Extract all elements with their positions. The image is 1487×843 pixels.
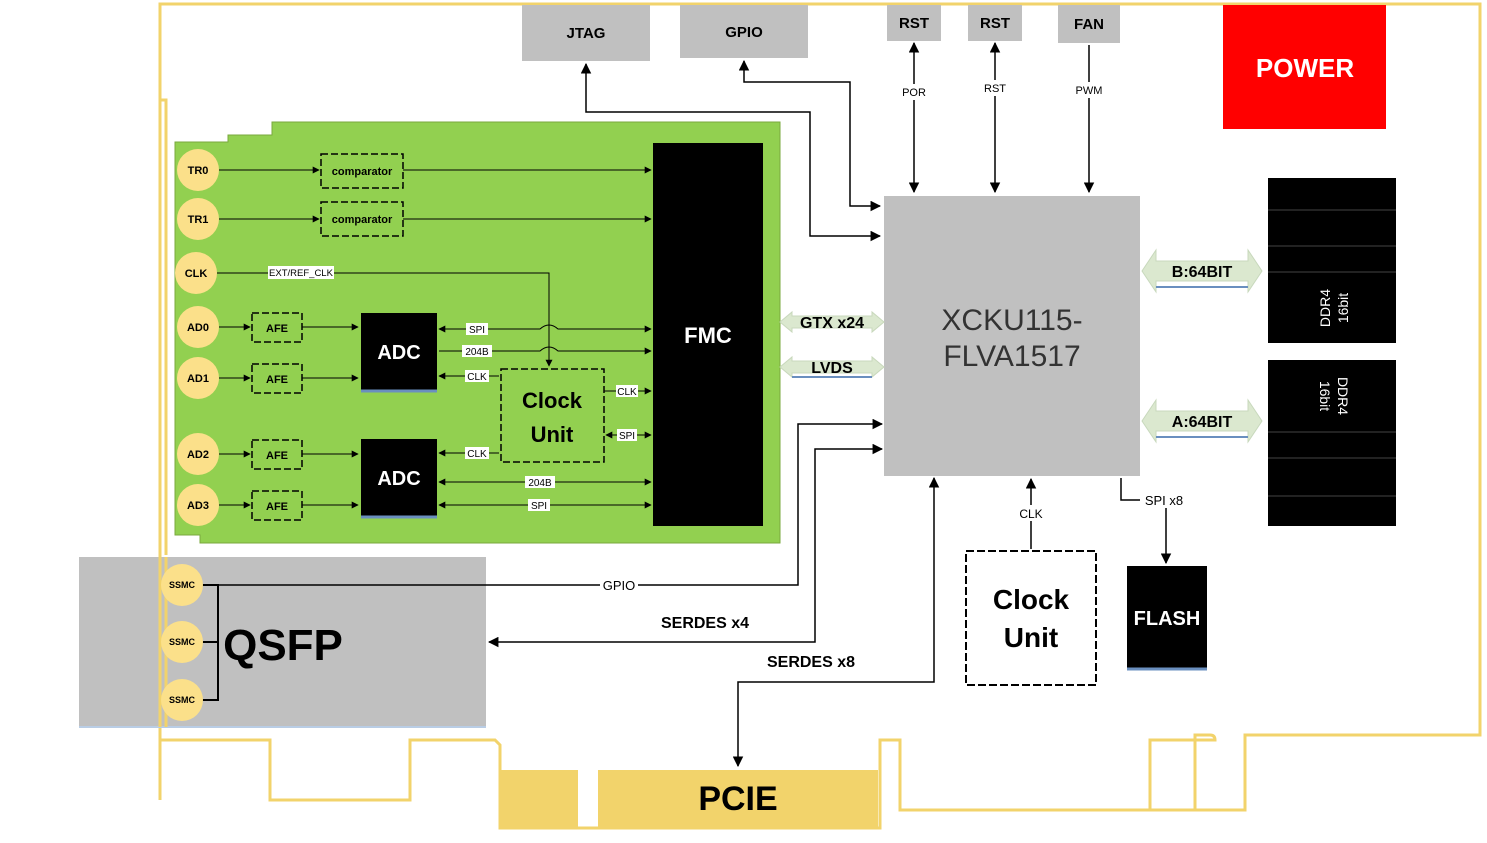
board-outline xyxy=(158,2,1482,830)
afe-2-label: AFE xyxy=(266,450,288,462)
adc-1[interactable] xyxy=(361,439,437,517)
fpga-name-line2: FLVA1517 xyxy=(943,340,1080,373)
pcie-connector[interactable] xyxy=(598,770,878,828)
por-label: POR xyxy=(902,87,926,99)
jtag-label: JTAG xyxy=(567,25,606,42)
fmc-clock-unit[interactable] xyxy=(500,368,605,463)
b-bus-arrow xyxy=(1141,248,1263,294)
spi-x8-label: SPI x8 xyxy=(1145,493,1183,508)
ddr4-top-line1: DDR4 xyxy=(1317,289,1333,327)
gtx-label: GTX x24 xyxy=(800,315,864,332)
clock-unit-spi-label: SPI xyxy=(619,431,635,442)
pad-ad0[interactable] xyxy=(177,306,219,348)
main-clock-unit-line1: Clock xyxy=(993,584,1070,615)
ddr4-top-line2: 16bit xyxy=(1335,293,1351,323)
flash-label: FLASH xyxy=(1134,608,1201,630)
main-clock-unit[interactable] xyxy=(965,550,1097,686)
a-bus-label: A:64BIT xyxy=(1172,414,1233,431)
gpio-link xyxy=(738,59,882,212)
power-label: POWER xyxy=(1256,53,1354,83)
pwm-label: PWM xyxy=(1076,85,1103,97)
pad-ad2-label: AD2 xyxy=(187,449,209,461)
lvds-arrow xyxy=(779,355,885,379)
gtx-arrow xyxy=(779,310,885,334)
fan-header[interactable] xyxy=(1058,5,1120,43)
pad-ad3-label: AD3 xyxy=(187,500,209,512)
main-clock-unit-line2: Unit xyxy=(1004,622,1058,653)
ddr4-bottom-line1: DDR4 xyxy=(1335,377,1351,415)
rst-header-2[interactable] xyxy=(968,5,1022,41)
comparator-1[interactable] xyxy=(320,201,404,237)
gpio-header-label: GPIO xyxy=(725,24,763,41)
adc-0[interactable] xyxy=(361,313,437,391)
gpio-header[interactable] xyxy=(680,5,808,58)
pad-ad1[interactable] xyxy=(177,357,219,399)
serdes4-label: SERDES x4 xyxy=(661,615,749,632)
comparator-1-label: comparator xyxy=(332,214,393,226)
pad-ad0-label: AD0 xyxy=(187,322,209,334)
input-pads: TR0 TR1 CLK AD0 AD1 AD2 AD3 xyxy=(175,149,219,526)
clock-unit-clk-label: CLK xyxy=(617,387,637,398)
fan-header-label: FAN xyxy=(1074,16,1104,33)
afe-1-label: AFE xyxy=(266,374,288,386)
serdes8-link xyxy=(732,476,940,768)
pad-ad2[interactable] xyxy=(177,433,219,475)
rst-header-1-label: RST xyxy=(899,15,929,32)
b-bus-label: B:64BIT xyxy=(1172,264,1233,281)
pcie-label: PCIE xyxy=(698,780,777,818)
ssmc-1[interactable] xyxy=(161,621,203,663)
adc0-spi-label: SPI xyxy=(469,325,485,336)
jtag-header[interactable] xyxy=(522,5,650,61)
afe-3-label: AFE xyxy=(266,501,288,513)
ext-ref-clk-label: EXT/REF_CLK xyxy=(269,268,334,279)
flash-chip[interactable] xyxy=(1127,566,1207,669)
pad-tr1-label: TR1 xyxy=(188,214,209,226)
adc-0-label: ADC xyxy=(377,342,420,364)
fpga-chip[interactable] xyxy=(884,196,1140,476)
comparator-0-label: comparator xyxy=(332,166,393,178)
ssmc-0-label: SSMC xyxy=(169,580,196,590)
serdes8-label: SERDES x8 xyxy=(767,654,855,671)
ssmc-0[interactable] xyxy=(161,564,203,606)
comparator-0[interactable] xyxy=(320,153,404,189)
adc1-204b-label: 204B xyxy=(528,478,552,489)
adc0-204b-label: 204B xyxy=(465,347,489,358)
board-left-edge xyxy=(158,4,168,555)
qsfp-label: QSFP xyxy=(223,621,343,670)
pad-tr0-label: TR0 xyxy=(188,165,209,177)
adc1-clk-label: CLK xyxy=(467,449,487,460)
rst-header-1[interactable] xyxy=(887,5,941,41)
adc0-clk-label: CLK xyxy=(467,372,487,383)
afe-0-label: AFE xyxy=(266,323,288,335)
ssmc-1-label: SSMC xyxy=(169,637,196,647)
lvds-label: LVDS xyxy=(811,360,853,377)
fmc-clock-unit-line1: Clock xyxy=(522,388,583,413)
ddr4-bottom-line2: 16bit xyxy=(1317,381,1333,411)
fmc-label: FMC xyxy=(684,323,732,348)
power-block[interactable] xyxy=(1223,5,1386,129)
fmc-clock-unit-line2: Unit xyxy=(531,422,574,447)
pad-tr0[interactable] xyxy=(177,149,219,191)
gpio-line-label: GPIO xyxy=(603,578,636,593)
ddr4-top[interactable]: DDR4 16bit xyxy=(1268,178,1396,343)
rst-signal-label: RST xyxy=(984,83,1006,95)
adc1-spi-label: SPI xyxy=(531,501,547,512)
ssmc-2[interactable] xyxy=(161,679,203,721)
fpga-name-line1: XCKU115- xyxy=(941,304,1082,337)
rst-header-2-label: RST xyxy=(980,15,1010,32)
a-bus-arrow xyxy=(1141,398,1263,444)
main-clk-label: CLK xyxy=(1019,507,1042,521)
pad-ad3[interactable] xyxy=(177,484,219,526)
pad-clk-label: CLK xyxy=(185,268,208,280)
ddr4-bottom[interactable]: DDR4 16bit xyxy=(1268,360,1396,526)
pad-tr1[interactable] xyxy=(177,198,219,240)
spi-x8-link xyxy=(1120,478,1172,565)
adc-1-label: ADC xyxy=(377,468,420,490)
pcie-pad-small xyxy=(500,770,578,828)
pad-ad1-label: AD1 xyxy=(187,373,209,385)
pad-clk[interactable] xyxy=(175,252,217,294)
ssmc-2-label: SSMC xyxy=(169,695,196,705)
